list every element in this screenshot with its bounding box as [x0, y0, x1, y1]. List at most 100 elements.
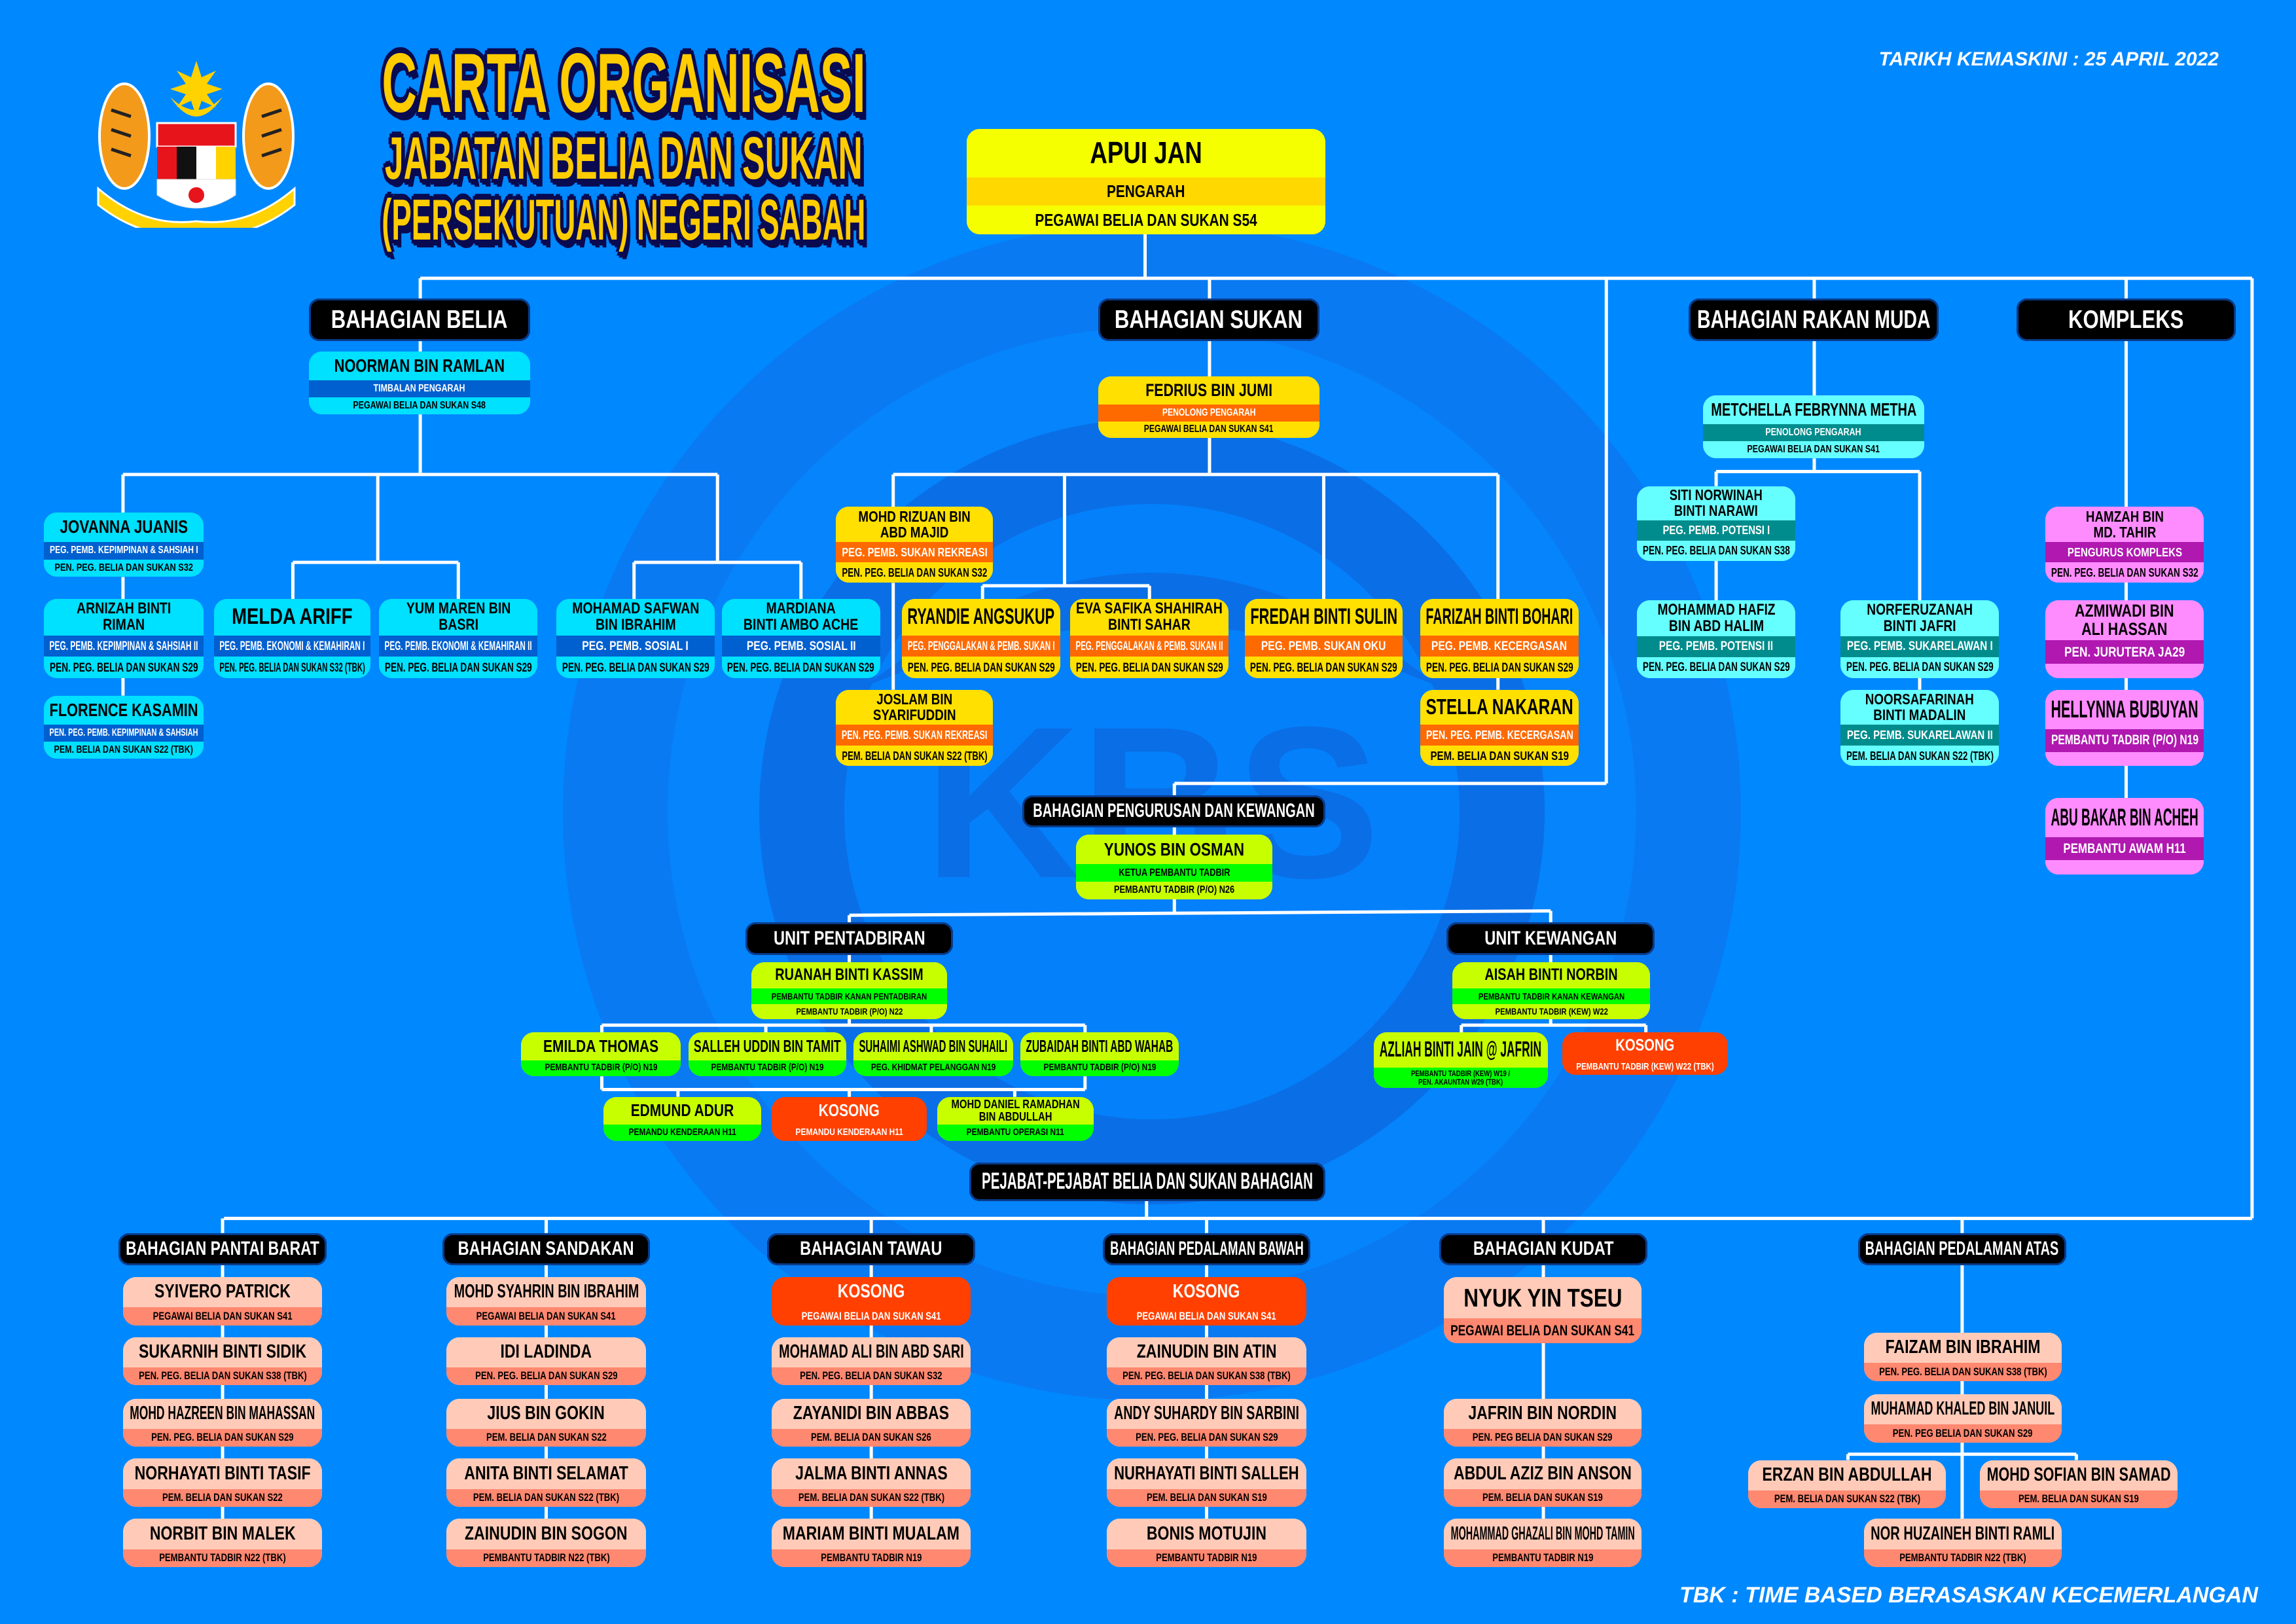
staff-grade-row: PEN. PEG. BELIA DAN SUKAN S32: [772, 1367, 971, 1386]
staff-name-row: KOSONG: [1107, 1276, 1306, 1308]
staff-grade: PEN. PEG. BELIA DAN SUKAN S29: [384, 660, 532, 675]
staff-position-row: PEG. PEMB. SUKARELAWAN I: [1840, 636, 1999, 657]
staff-grade: PEN. PEG. BELIA DAN SUKAN S29: [907, 660, 1055, 675]
staff-grade-row: PEN. PEG BELIA DAN SUKAN S29: [1443, 1429, 1641, 1447]
staff-position: PENGARAH: [1106, 181, 1185, 202]
staff-grade-row: PEMBANTU TADBIR N19: [772, 1549, 971, 1567]
staff-grade: PEM. BELIA DAN SUKAN S22 (TBK): [54, 744, 194, 755]
staff-grade: PEN. PEG. BELIA DAN SUKAN S32: [842, 566, 988, 580]
staff-grade: PEGAWAI BELIA DAN SUKAN S41: [476, 1310, 616, 1322]
staff-name-row: MOHAMAD ALI BIN ABD SARI: [772, 1337, 971, 1368]
staff-name: SYIVERO PATRICK: [154, 1281, 291, 1303]
staff-grade: PEMBANTU TADBIR (P/O) N19: [711, 1062, 824, 1074]
staff-grade: PEMBANTU TADBIR (P/O) N19: [1043, 1062, 1157, 1074]
card-tail-row: [2045, 860, 2204, 875]
staff-position-row: KETUA PEMBANTU TADBIR: [1076, 864, 1273, 882]
staff-name: ZAINUDIN BIN ATIN: [1136, 1341, 1277, 1363]
staff-position-row: PEMBANTU TADBIR KANAN PENTADBIRAN: [751, 988, 948, 1004]
staff-grade-row: PEMBANTU OPERASI N11: [937, 1124, 1094, 1141]
staff-name: ABU BAKAR BIN ACHEH: [2051, 803, 2198, 831]
section-header-label: BAHAGIAN PEDALAMAN ATAS: [1865, 1238, 2059, 1260]
staff-grade-row: PEMBANTU TADBIR (P/O) N26: [1076, 882, 1273, 899]
section-header-kewangan: UNIT KEWANGAN: [1446, 922, 1655, 955]
staff-name-row: EMILDA THOMAS: [521, 1032, 681, 1060]
staff-position: PEG. PEMB. EKONOMI & KEMAHIRAN II: [384, 638, 532, 653]
staff-grade-row: PEN. PEG. BELIA DAN SUKAN S29: [556, 657, 715, 678]
staff-grade: PEMANDU KENDERAAN H11: [795, 1127, 903, 1138]
regional-staff-card[interactable]: MOHAMAD ALI BIN ABD SARI PEN. PEG. BELIA …: [772, 1337, 971, 1386]
staff-name: MOHAMAD ALI BIN ABD SARI: [778, 1341, 964, 1363]
staff-position-row: PENGARAH: [966, 177, 1325, 206]
staff-name-row: NORBIT BIN MALEK: [122, 1519, 323, 1549]
staff-name: NOORMAN BIN RAMLAN: [334, 355, 505, 376]
staff-grade-row: PEN. PEG. BELIA DAN SUKAN S29: [1840, 657, 1999, 678]
